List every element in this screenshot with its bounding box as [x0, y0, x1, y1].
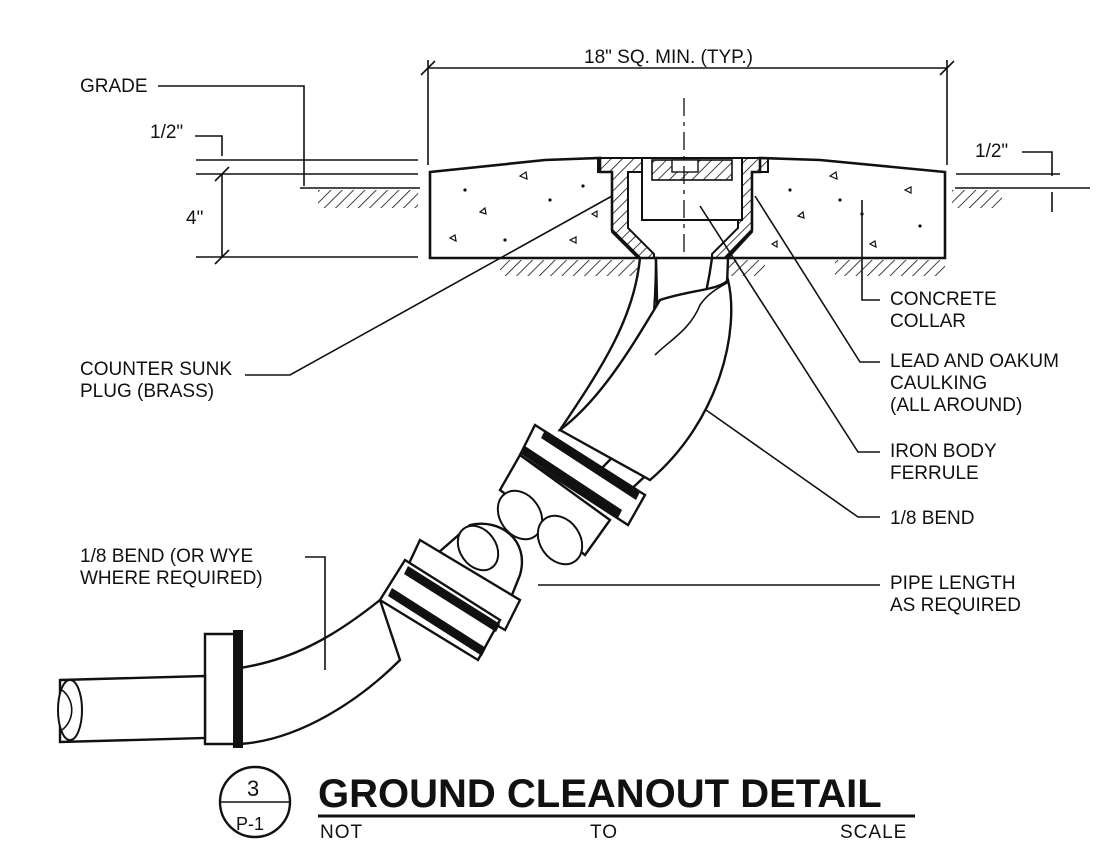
lower-coupling — [378, 522, 523, 662]
bend-right-label: 1/8 BEND — [890, 508, 974, 529]
left-dimensions: GRADE 1/2" 4" — [80, 76, 418, 265]
dimension-top: 18" SQ. MIN. (TYP.) — [420, 47, 955, 165]
callout-counter-sunk: COUNTER SUNK PLUG (BRASS) — [80, 195, 613, 402]
detail-number: 3 — [247, 776, 259, 801]
title-block: 3 P-1 GROUND CLEANOUT DETAIL NOT TO SCAL… — [218, 765, 915, 843]
lead-label-3: (ALL AROUND) — [890, 395, 1022, 416]
iron-body-ferrule — [597, 157, 769, 259]
iron-label-1: IRON BODY — [890, 441, 997, 462]
bend-left-label-1: 1/8 BEND (OR WYE — [80, 546, 253, 567]
four-inch-label: 4" — [186, 208, 203, 229]
pipe-label-1: PIPE LENGTH — [890, 573, 1016, 594]
sheet-number: P-1 — [236, 814, 264, 834]
callout-bend-right: 1/8 BEND — [705, 409, 974, 529]
grade-lines — [300, 187, 1090, 276]
upper-bend-pipe — [557, 256, 733, 492]
lead-label-2: CAULKING — [890, 373, 987, 394]
concrete-label-2: COLLAR — [890, 311, 966, 332]
concrete-label-1: CONCRETE — [890, 289, 997, 310]
upper-coupling — [496, 423, 647, 566]
bend-left-label-2: WHERE REQUIRED) — [80, 568, 263, 589]
counter-sunk-label-2: PLUG (BRASS) — [80, 381, 214, 402]
half-inch-right-label: 1/2" — [975, 141, 1008, 162]
half-inch-left-label: 1/2" — [150, 122, 183, 143]
counter-sunk-label-1: COUNTER SUNK — [80, 359, 232, 380]
right-dimension: 1/2" — [956, 141, 1060, 212]
iron-label-2: FERRULE — [890, 463, 979, 484]
scale-word-not: NOT — [320, 822, 363, 843]
callout-bend-left: 1/8 BEND (OR WYE WHERE REQUIRED) — [80, 546, 326, 670]
dimension-18-label: 18" SQ. MIN. (TYP.) — [584, 47, 753, 68]
callout-iron-body: IRON BODY FERRULE — [699, 205, 997, 484]
pipe-label-2: AS REQUIRED — [890, 595, 1021, 616]
grade-label: GRADE — [80, 76, 148, 97]
scale-word-to: TO — [590, 822, 618, 843]
callout-pipe-length: PIPE LENGTH AS REQUIRED — [538, 573, 1021, 616]
lead-label-1: LEAD AND OAKUM — [890, 351, 1059, 372]
detail-title: GROUND CLEANOUT DETAIL — [318, 772, 882, 816]
scale-word-scale: SCALE — [840, 822, 907, 843]
lower-bend-pipe — [57, 597, 402, 748]
callout-lead-oakum: LEAD AND OAKUM CAULKING (ALL AROUND) — [754, 195, 1059, 416]
callout-concrete-collar: CONCRETE COLLAR — [861, 200, 997, 332]
